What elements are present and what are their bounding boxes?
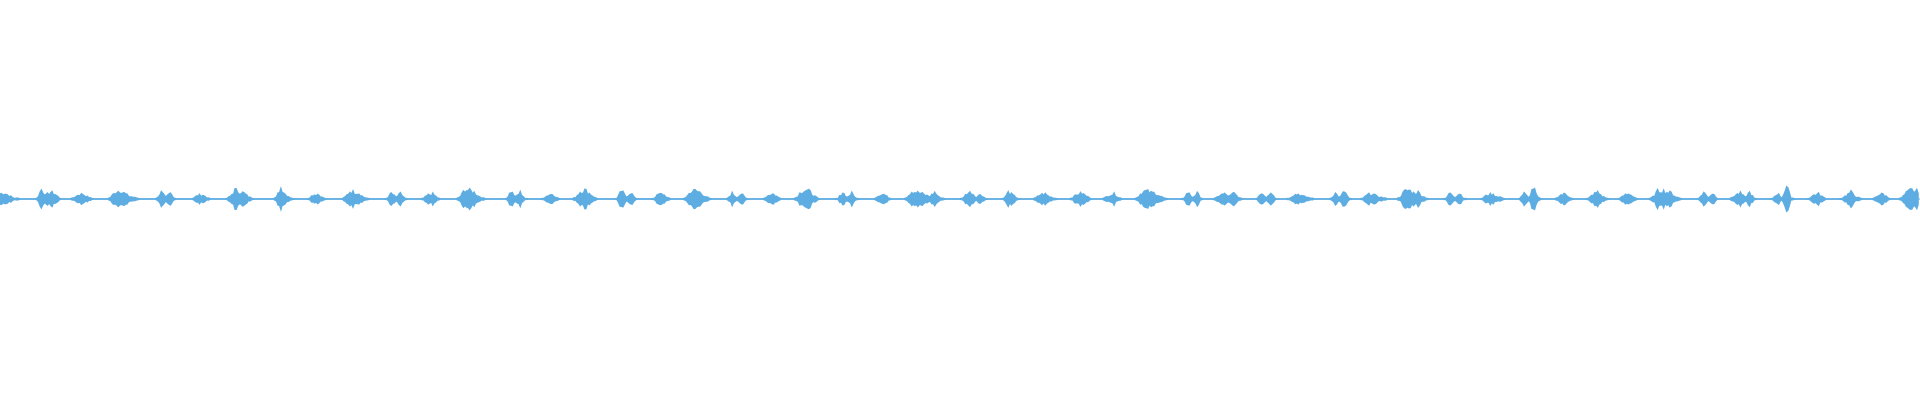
waveform-shape: [0, 185, 1919, 213]
